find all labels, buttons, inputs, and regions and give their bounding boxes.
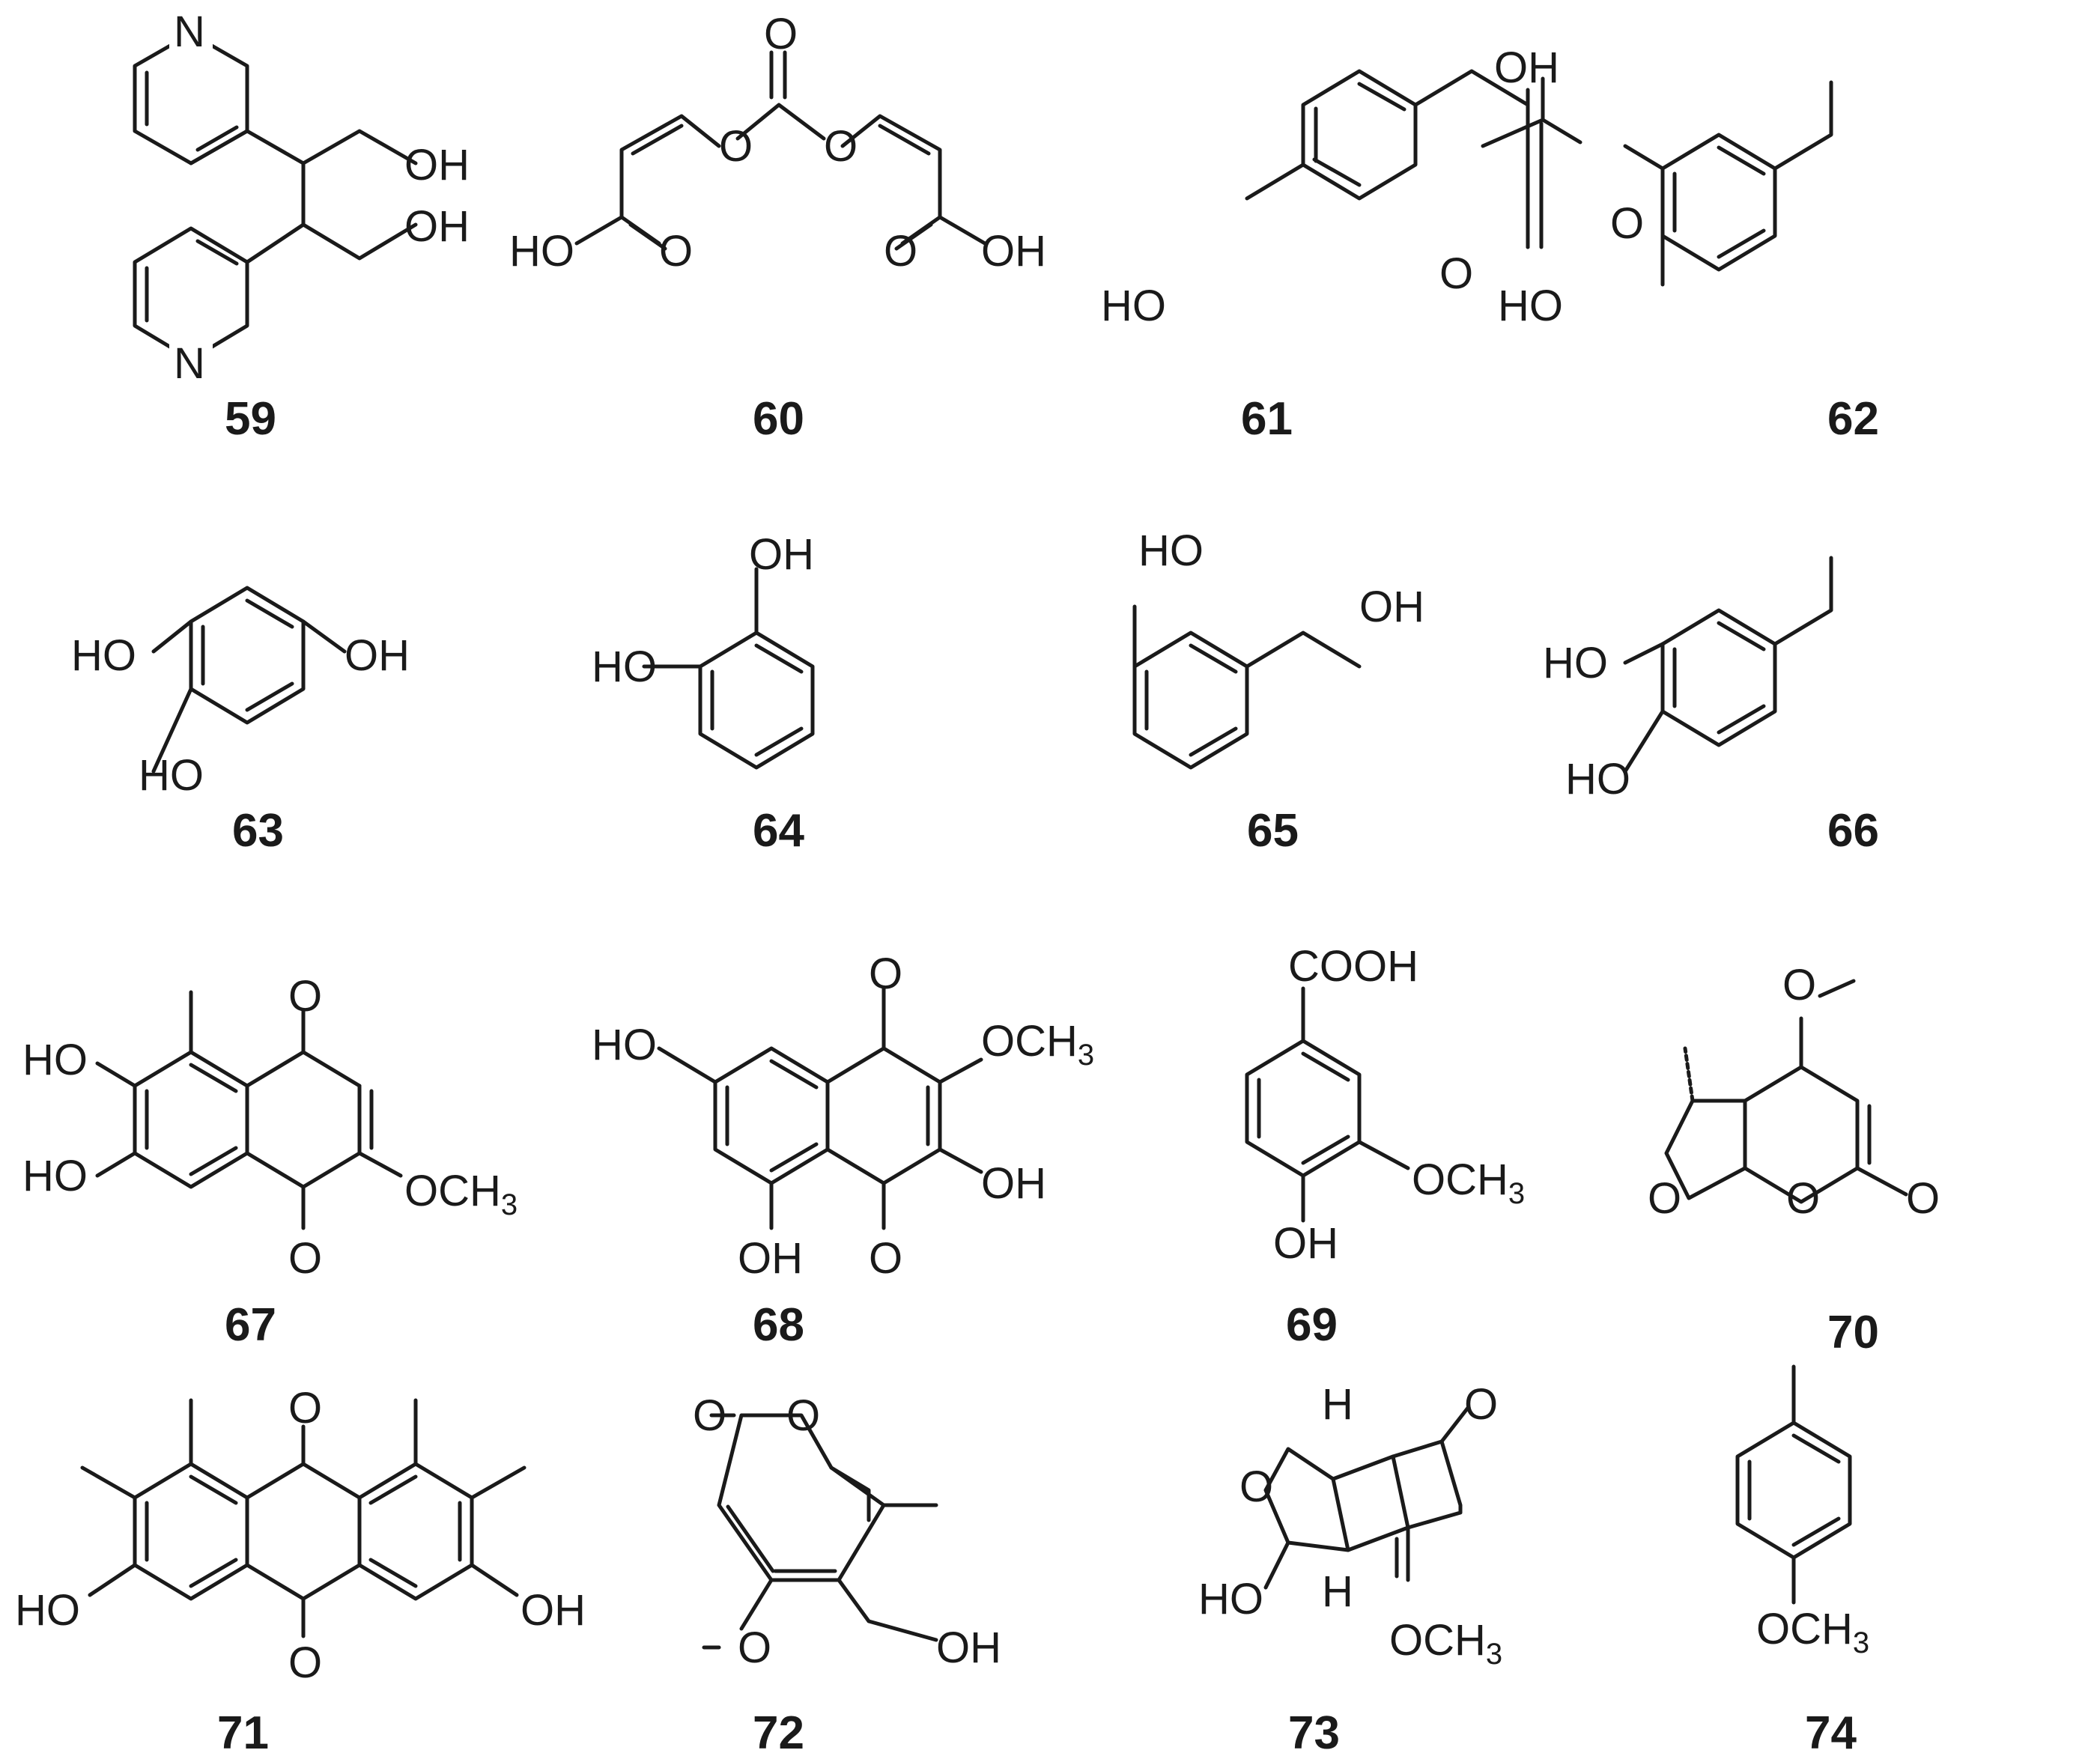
atom-OH: OH xyxy=(1273,1219,1338,1268)
atom-OH: OH xyxy=(404,202,470,251)
atom-O: O xyxy=(1464,1380,1498,1429)
atom-OH: OH xyxy=(981,1159,1046,1208)
atom-OH: OH xyxy=(404,141,470,189)
compound-number: 60 xyxy=(753,393,804,445)
atom-OH: OH xyxy=(749,530,814,579)
structure-74: OCH3 74 xyxy=(1735,1364,1869,1759)
structure-73: H O O HO H OCH3 73 xyxy=(1198,1380,1502,1759)
structure-72: O O O OH 72 xyxy=(693,1391,1001,1759)
compound-number: 59 xyxy=(225,393,276,445)
atom-O: O xyxy=(869,1234,902,1283)
atom-O: O xyxy=(869,950,902,998)
atom-O: O xyxy=(288,1384,322,1433)
atom-O: O xyxy=(288,1234,322,1283)
atom-HO: HO xyxy=(15,1586,80,1635)
atom-O: O xyxy=(1906,1174,1940,1223)
compound-number: 71 xyxy=(217,1707,269,1759)
atom-O: O xyxy=(764,10,798,58)
structure-61: OH O HO 61 xyxy=(1101,43,1559,445)
compound-number: 67 xyxy=(225,1299,276,1351)
atom-OCH3: OCH3 xyxy=(1756,1605,1869,1659)
atom-HO: HO xyxy=(22,1036,88,1084)
atom-OH: OH xyxy=(1494,43,1559,92)
compound-number: 72 xyxy=(753,1707,804,1759)
atom-HO: HO xyxy=(592,642,657,691)
atom-O: O xyxy=(693,1391,726,1440)
compound-number: 61 xyxy=(1241,393,1293,445)
atom-OH: OH xyxy=(936,1623,1001,1672)
compound-number: 63 xyxy=(232,805,284,857)
atom-O: O xyxy=(288,1638,322,1687)
atom-O: O xyxy=(719,122,753,171)
atom-O: O xyxy=(1439,249,1473,298)
atom-HO: HO xyxy=(1498,282,1563,330)
atom-H: H xyxy=(1322,1380,1353,1429)
atom-HO: HO xyxy=(592,1021,657,1069)
atom-H: H xyxy=(1322,1567,1353,1616)
structure-68: HO O OCH3 OH OH O 68 xyxy=(592,950,1094,1351)
structure-65: HO OH 65 xyxy=(1132,526,1424,857)
atom-N: N xyxy=(174,339,205,388)
atom-OH: OH xyxy=(981,227,1046,276)
structure-66: HO HO 66 xyxy=(1543,556,1879,857)
structure-67: HO HO O O OCH3 67 xyxy=(22,972,518,1351)
atom-O: O xyxy=(786,1391,820,1440)
atom-N: N xyxy=(174,7,205,56)
structure-70: O O O O 70 xyxy=(1648,961,1940,1358)
atom-COOH: COOH xyxy=(1288,942,1418,991)
atom-HO: HO xyxy=(1101,282,1166,330)
compound-number: 69 xyxy=(1286,1299,1338,1351)
atom-O: O xyxy=(884,227,917,276)
structure-62: O HO 62 xyxy=(1481,76,1879,445)
atom-HO: HO xyxy=(1543,639,1608,687)
atom-O: O xyxy=(1782,961,1816,1009)
atom-OH: OH xyxy=(738,1234,803,1283)
atom-O: O xyxy=(288,972,322,1021)
compound-number: 66 xyxy=(1827,805,1879,857)
compound-number: 64 xyxy=(753,805,804,857)
atom-HO: HO xyxy=(71,631,136,680)
structure-60: O O O HO O O OH 60 xyxy=(509,10,1046,445)
compound-number: 68 xyxy=(753,1299,804,1351)
atom-OH: OH xyxy=(345,631,410,680)
atom-HO: HO xyxy=(1198,1575,1263,1623)
atom-OH: OH xyxy=(1359,583,1424,631)
structure-64: OH HO 64 xyxy=(592,530,815,857)
atom-HO: HO xyxy=(22,1152,88,1200)
atom-HO: HO xyxy=(1565,755,1630,803)
compound-number: 62 xyxy=(1827,393,1879,445)
structure-63: HO OH HO 63 xyxy=(71,586,410,857)
compound-number: 74 xyxy=(1805,1707,1857,1759)
compound-number: 70 xyxy=(1827,1307,1879,1358)
atom-O: O xyxy=(1239,1462,1273,1511)
atom-HO: HO xyxy=(1138,526,1204,575)
atom-O: O xyxy=(1786,1174,1820,1223)
atom-OCH3: OCH3 xyxy=(981,1017,1094,1072)
atom-OCH3: OCH3 xyxy=(1389,1616,1502,1671)
atom-HO: HO xyxy=(139,751,204,800)
atom-O: O xyxy=(659,227,693,276)
atom-O: O xyxy=(824,122,858,171)
structure-71: O O HO OH 71 xyxy=(15,1384,586,1759)
atom-OH: OH xyxy=(521,1586,586,1635)
atom-O: O xyxy=(1648,1174,1681,1223)
structure-59: N OH OH N 59 xyxy=(133,7,470,445)
atom-O: O xyxy=(1610,199,1644,248)
atom-OCH3: OCH3 xyxy=(404,1167,518,1221)
atom-O: O xyxy=(738,1623,771,1672)
atom-OCH3: OCH3 xyxy=(1412,1155,1525,1210)
atom-HO: HO xyxy=(509,227,574,276)
compound-number: 65 xyxy=(1247,805,1299,857)
compound-number: 73 xyxy=(1288,1707,1340,1759)
structure-69: COOH OCH3 OH 69 xyxy=(1245,942,1525,1351)
